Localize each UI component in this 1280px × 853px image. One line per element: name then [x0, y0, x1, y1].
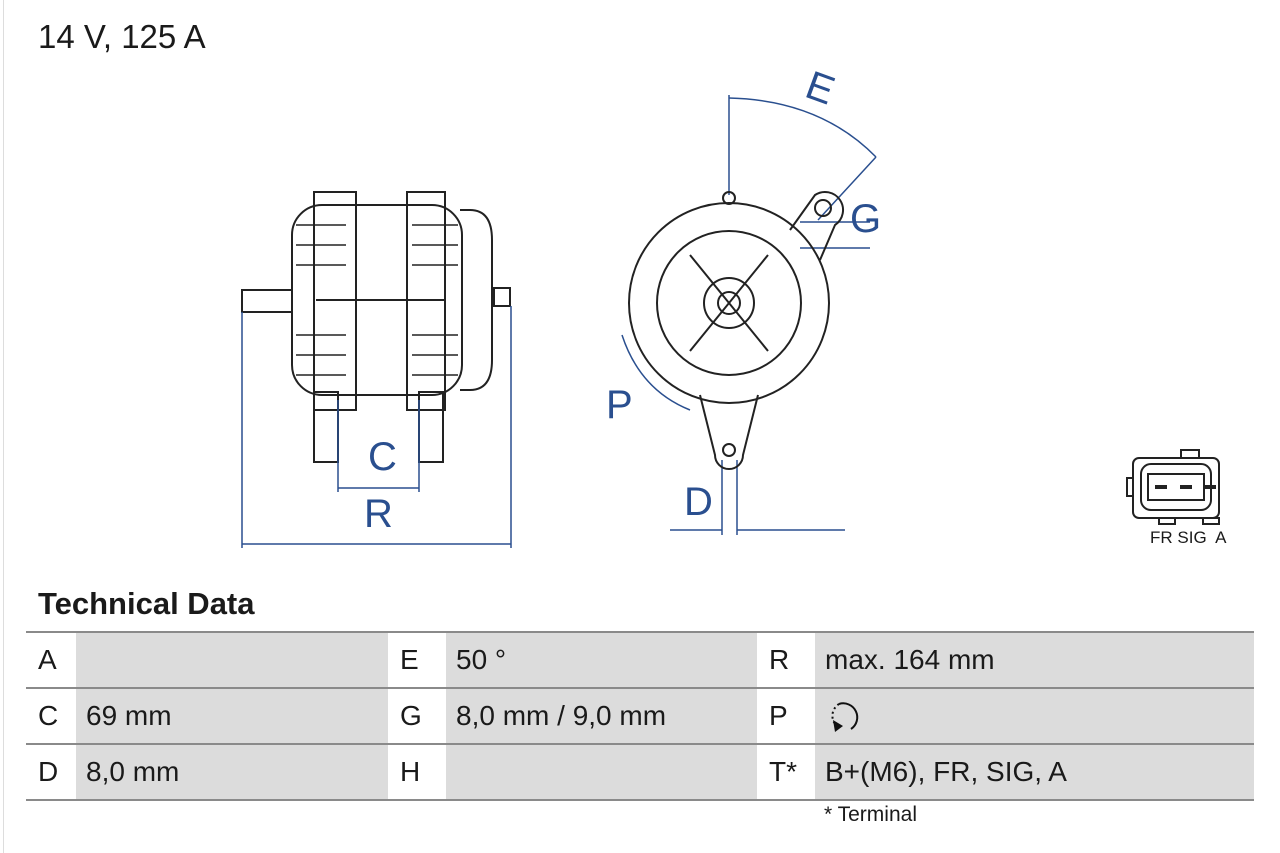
param-key: C	[26, 687, 76, 745]
page-title: 14 V, 125 A	[38, 18, 206, 55]
table-row: A E 50 ° R max. 164 mm	[26, 631, 1254, 689]
param-key: G	[388, 687, 446, 745]
param-value: 8,0 mm / 9,0 mm	[446, 687, 757, 745]
connector-icon	[1126, 449, 1220, 525]
dim-label-p: P	[606, 383, 633, 427]
param-key: P	[757, 687, 815, 745]
param-key: D	[26, 743, 76, 801]
param-value	[76, 631, 388, 689]
footnote: * Terminal	[824, 803, 917, 826]
table-row: C 69 mm G 8,0 mm / 9,0 mm P	[26, 687, 1254, 745]
param-key: A	[26, 631, 76, 689]
param-value: B+(M6), FR, SIG, A	[815, 743, 1254, 801]
rotation-direction-clockwise-icon	[831, 702, 859, 732]
param-key: H	[388, 743, 446, 801]
param-value: 8,0 mm	[76, 743, 388, 801]
dim-label-e: E	[800, 63, 840, 113]
dimension-lines	[241, 95, 877, 548]
dim-label-c: C	[368, 435, 397, 479]
param-key: E	[388, 631, 446, 689]
page-edge	[3, 0, 4, 853]
table-row: D 8,0 mm H T* B+(M6), FR, SIG, A	[26, 743, 1254, 801]
param-value	[815, 687, 1254, 745]
param-value: 69 mm	[76, 687, 388, 745]
param-key: T*	[757, 743, 815, 801]
param-value: max. 164 mm	[815, 631, 1254, 689]
param-value: 50 °	[446, 631, 757, 689]
dim-label-r: R	[364, 492, 393, 536]
technical-data-table: A E 50 ° R max. 164 mm C 69 mm G 8,0 mm …	[26, 631, 1254, 801]
alternator-drawing: C R E G P D	[241, 63, 1220, 548]
dim-label-d: D	[684, 480, 713, 524]
param-value	[446, 743, 757, 801]
side-view	[241, 191, 511, 463]
front-view	[628, 190, 844, 470]
connector-label: FR SIG A	[1150, 528, 1227, 547]
fins	[296, 224, 458, 376]
section-title: Technical Data	[38, 586, 255, 621]
dim-label-g: G	[850, 197, 881, 241]
param-key: R	[757, 631, 815, 689]
